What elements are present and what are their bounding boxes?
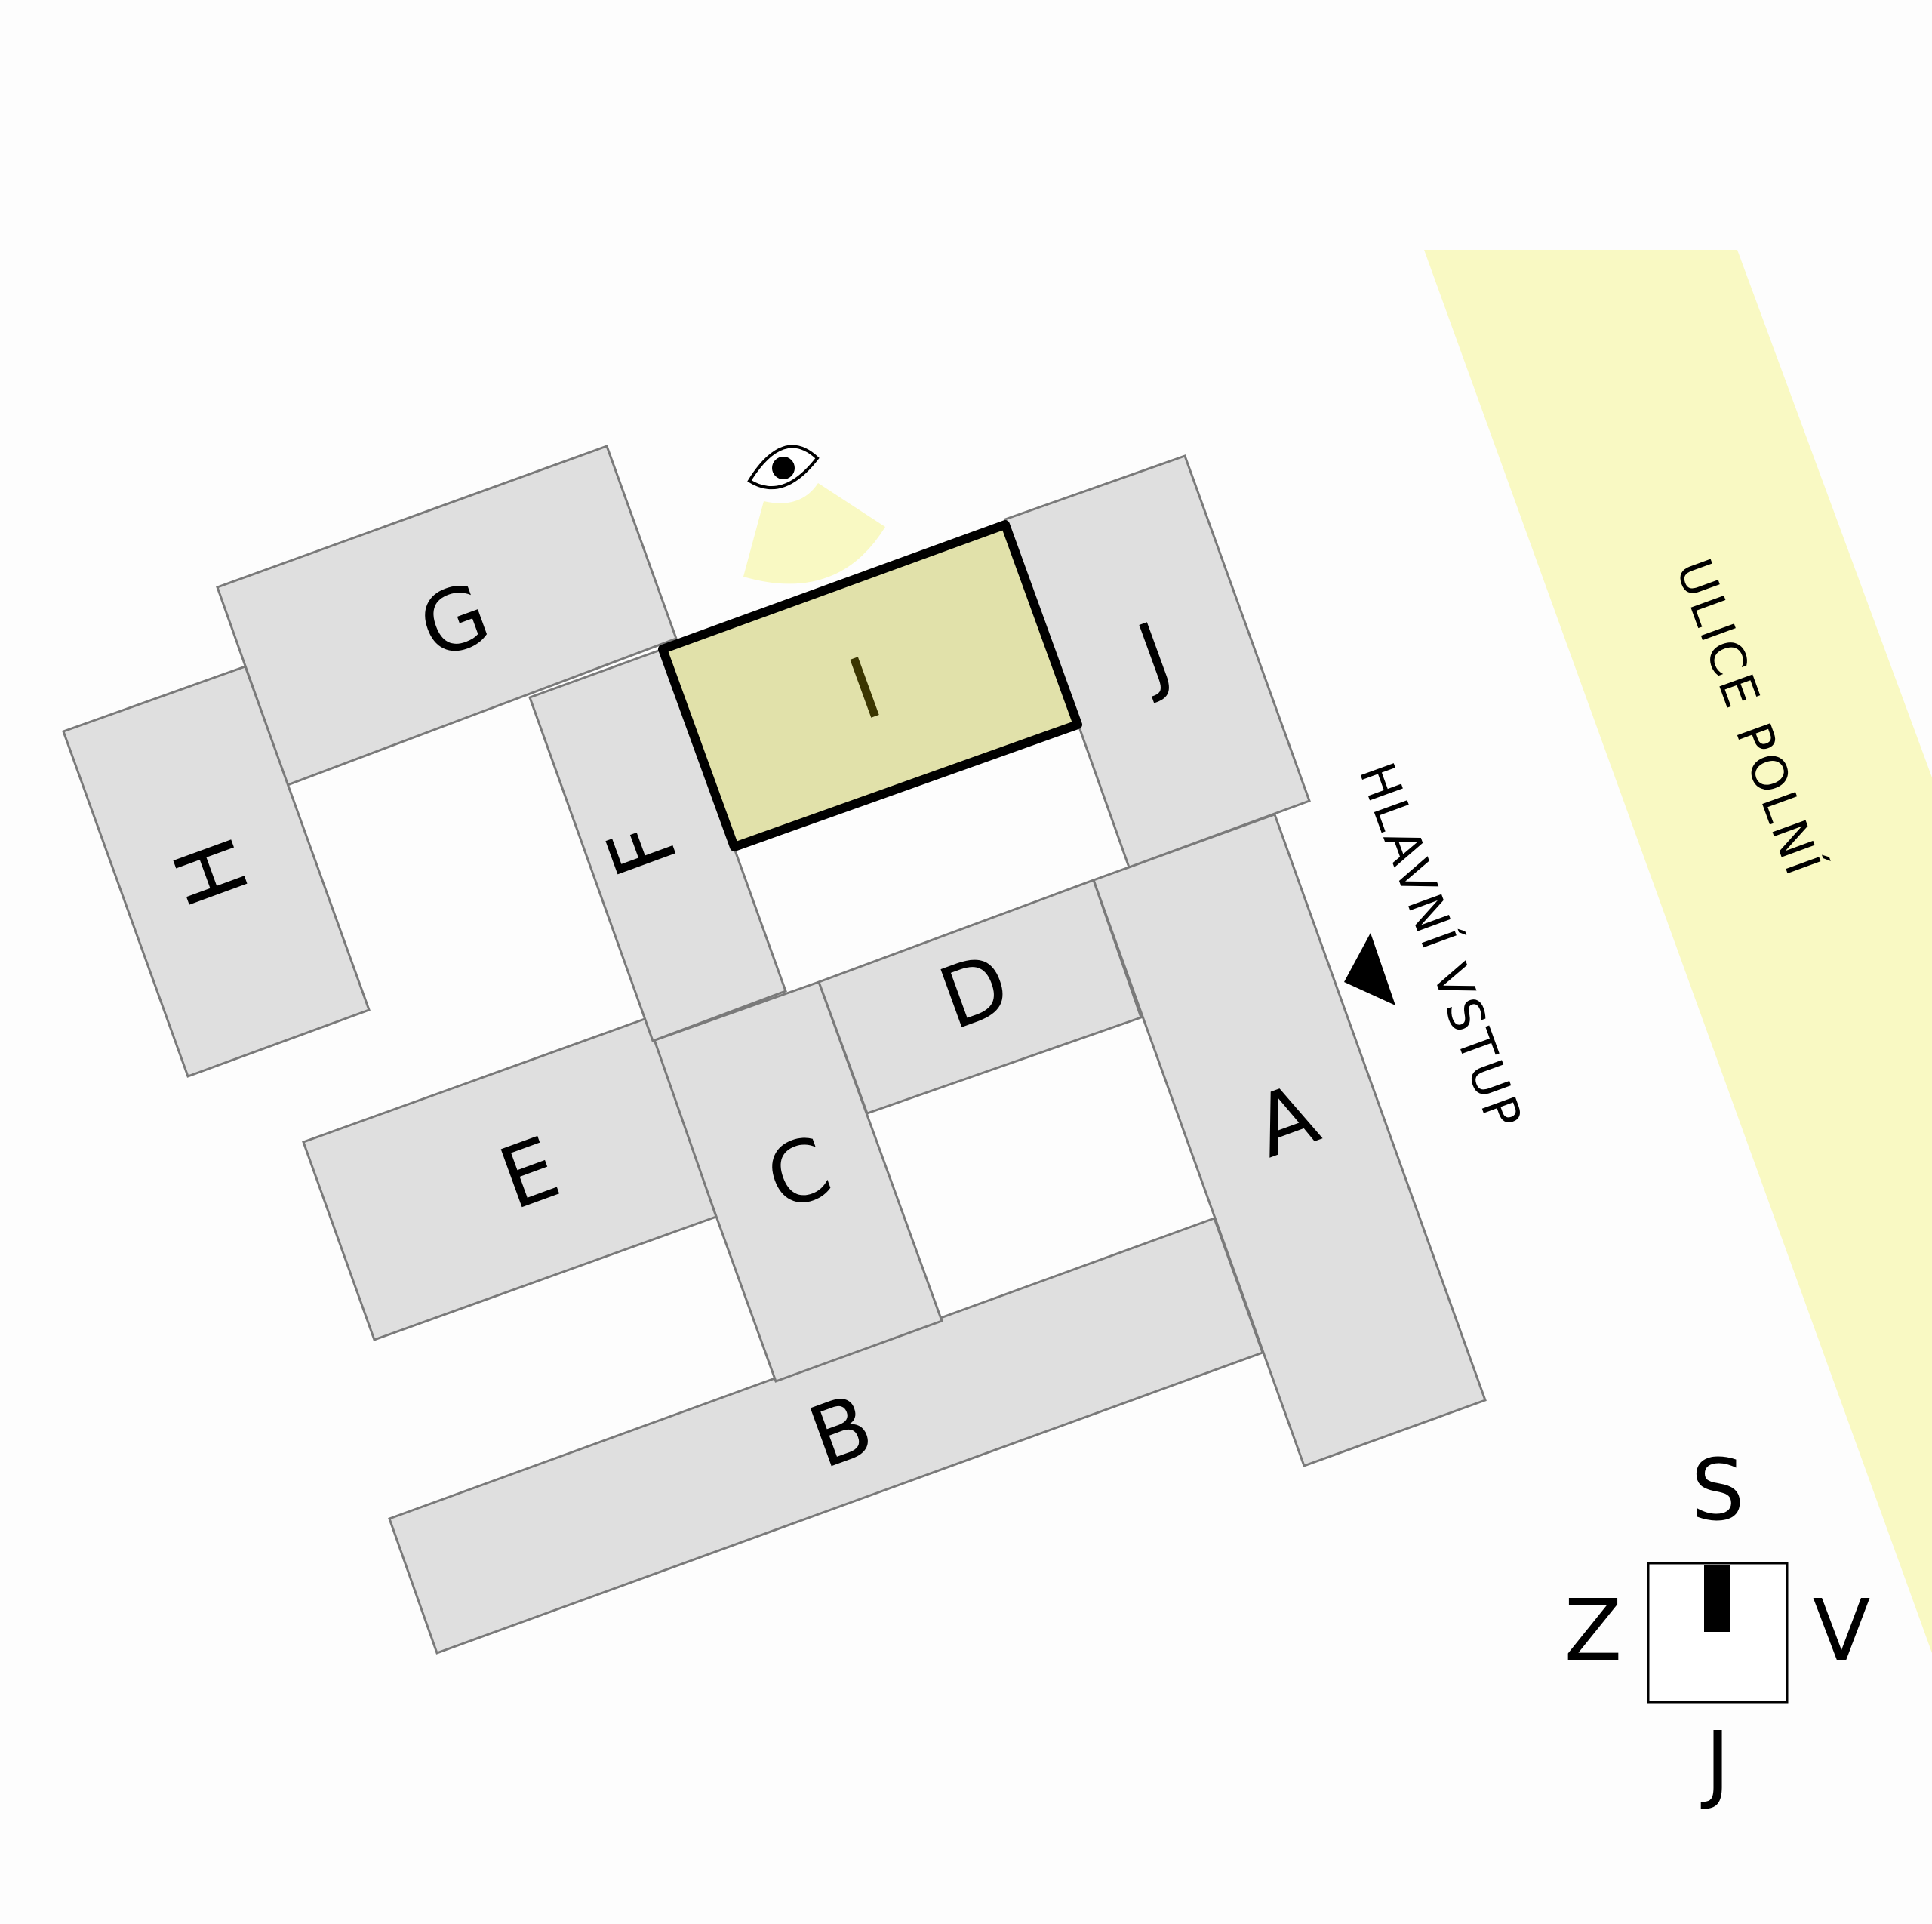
- view-cone: [743, 483, 885, 584]
- building-J[interactable]: [1004, 454, 1311, 869]
- compass-north: S: [1690, 1442, 1744, 1540]
- building-I[interactable]: [658, 520, 1082, 851]
- building-F[interactable]: [528, 648, 787, 1042]
- building-D[interactable]: [817, 879, 1143, 1115]
- street-polni: [1424, 250, 1932, 1653]
- eye-icon: [747, 445, 820, 489]
- building-C[interactable]: [651, 980, 943, 1383]
- building-E[interactable]: [302, 1017, 718, 1341]
- entrance-arrow: [1344, 933, 1395, 1005]
- buildings: [62, 445, 1487, 1655]
- compass-east: V: [1813, 1582, 1871, 1680]
- compass-south: J: [1700, 1714, 1730, 1812]
- compass-west: Z: [1564, 1582, 1623, 1680]
- entrance-label: HLAVNÍ VSTUP: [1348, 756, 1534, 1139]
- compass-needle: [1704, 1565, 1730, 1632]
- building-H[interactable]: [62, 665, 371, 1078]
- compass: S J Z V: [1564, 1442, 1871, 1812]
